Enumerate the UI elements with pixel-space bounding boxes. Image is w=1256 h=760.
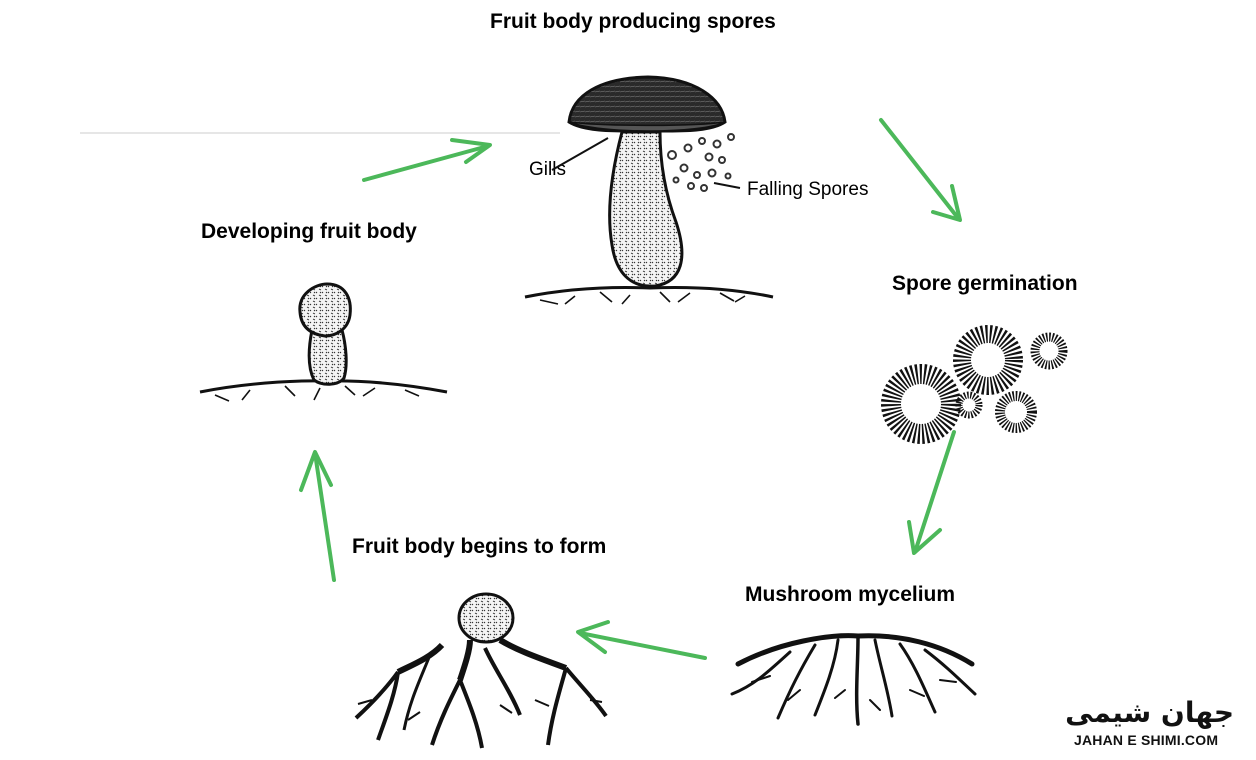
mycelium-icon xyxy=(730,633,977,726)
cycle-arrow-icon xyxy=(299,118,962,660)
callout-gills: Gills xyxy=(529,159,566,180)
spore-germination-icon xyxy=(881,325,1068,444)
forming-mushroom-icon xyxy=(354,592,608,749)
spores-icon xyxy=(667,133,735,192)
developing-mushroom-icon xyxy=(199,282,448,402)
label-fruit-body-spores: Fruit body producing spores xyxy=(490,10,776,33)
mushroom-icon xyxy=(524,75,774,305)
label-fruit-body-begins: Fruit body begins to form xyxy=(352,535,607,558)
brand-logo: جهان شیمی JAHAN E SHIMI.COM xyxy=(1065,696,1234,752)
label-spore-germination: Spore germination xyxy=(892,272,1078,295)
callout-falling-spores: Falling Spores xyxy=(747,179,869,200)
label-developing-fruit-body: Developing fruit body xyxy=(201,220,417,243)
label-mushroom-mycelium: Mushroom mycelium xyxy=(745,583,956,606)
logo-persian: جهان شیمی xyxy=(1065,696,1234,729)
logo-latin: JAHAN E SHIMI.COM xyxy=(1074,732,1219,748)
